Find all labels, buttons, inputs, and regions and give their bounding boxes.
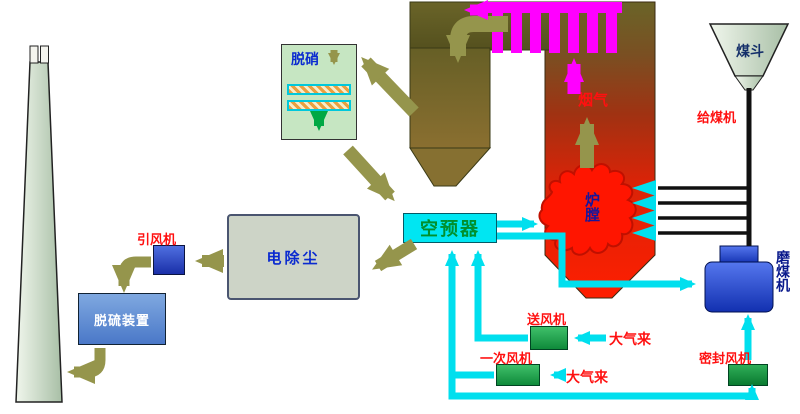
coal-hopper-label: 煤斗 <box>736 44 764 60</box>
coal-mill-shape <box>704 245 774 313</box>
coal-mill-label: 磨煤机 <box>774 250 790 292</box>
back-pass-funnel <box>409 147 492 187</box>
furnace-shaft <box>544 1 656 299</box>
boiler-top-pass <box>409 1 551 51</box>
burner-arrows <box>632 180 656 241</box>
fgd-box: 脱硫装置 <box>78 293 166 345</box>
id-fan-label: 引风机 <box>137 233 177 248</box>
seal-fan-box <box>728 364 768 386</box>
esp-box: 电除尘 <box>227 214 360 300</box>
catalyst-layer-1 <box>287 84 351 95</box>
catalyst-layer-2 <box>287 100 351 111</box>
seal-fan-label: 密封风机 <box>699 352 752 367</box>
flue-gas-label: 烟气 <box>578 91 609 109</box>
superheater-box-1: 过热器 <box>416 79 478 95</box>
id-fan-box <box>153 245 185 275</box>
air-inlet-2-label: 大气来 <box>566 370 608 386</box>
fd-fan-box <box>530 326 568 350</box>
furnace-label: 炉膛 <box>583 192 601 222</box>
air-preheater-box: 空预器 <box>403 213 497 243</box>
air-inlet-1-label: 大气来 <box>609 332 651 348</box>
pa-fan-label: 一次风机 <box>480 352 533 367</box>
chimney <box>15 45 63 403</box>
superheater-box-2: 过热器 <box>416 97 478 113</box>
coal-feeder-label: 给煤机 <box>697 111 737 126</box>
economizer-box: 省煤器 <box>416 115 478 131</box>
boiler-body <box>409 1 656 299</box>
denox-label: 脱硝 <box>291 52 319 68</box>
fd-fan-label: 送风机 <box>527 313 567 328</box>
pa-fan-box <box>496 364 540 386</box>
hot-gas-arrows <box>464 0 584 94</box>
pendant-superheater <box>488 2 622 53</box>
